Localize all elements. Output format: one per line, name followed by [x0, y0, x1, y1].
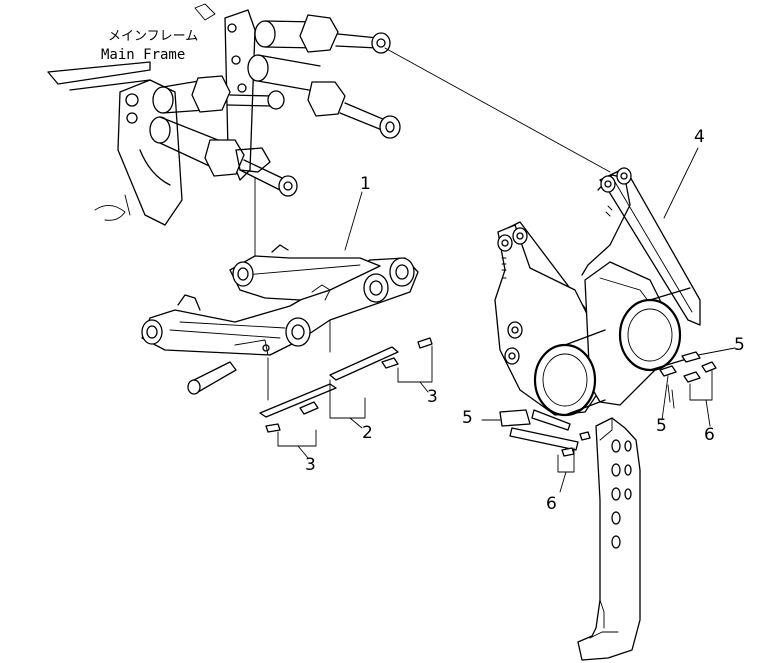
- main-frame: [47, 3, 401, 226]
- shims-left: [259, 337, 433, 459]
- callout-5-left: 5: [462, 408, 473, 428]
- callout-5-center: 5: [656, 416, 667, 436]
- callout-2: 2: [362, 423, 373, 443]
- callout-6-left: 6: [546, 494, 557, 514]
- callout-5-right: 5: [734, 335, 745, 355]
- callout-1: 1: [360, 174, 371, 194]
- leader-lines: [344, 147, 699, 251]
- leader-frame-to-link: [384, 47, 611, 173]
- leader-4: [663, 147, 699, 219]
- shims-right: [481, 347, 736, 493]
- callout-4: 4: [694, 127, 705, 147]
- leader-1: [344, 191, 363, 251]
- callout-6-right: 6: [704, 425, 715, 445]
- ripper-shank: [577, 417, 641, 661]
- main-frame-label-jp: メインフレーム: [108, 29, 199, 44]
- callout-3-right: 3: [427, 387, 438, 407]
- main-frame-label-en: Main Frame: [101, 47, 186, 63]
- callout-3-left: 3: [305, 455, 316, 475]
- ripper-beam-part-1: [141, 244, 419, 401]
- ripper-link-part-4: [494, 167, 701, 417]
